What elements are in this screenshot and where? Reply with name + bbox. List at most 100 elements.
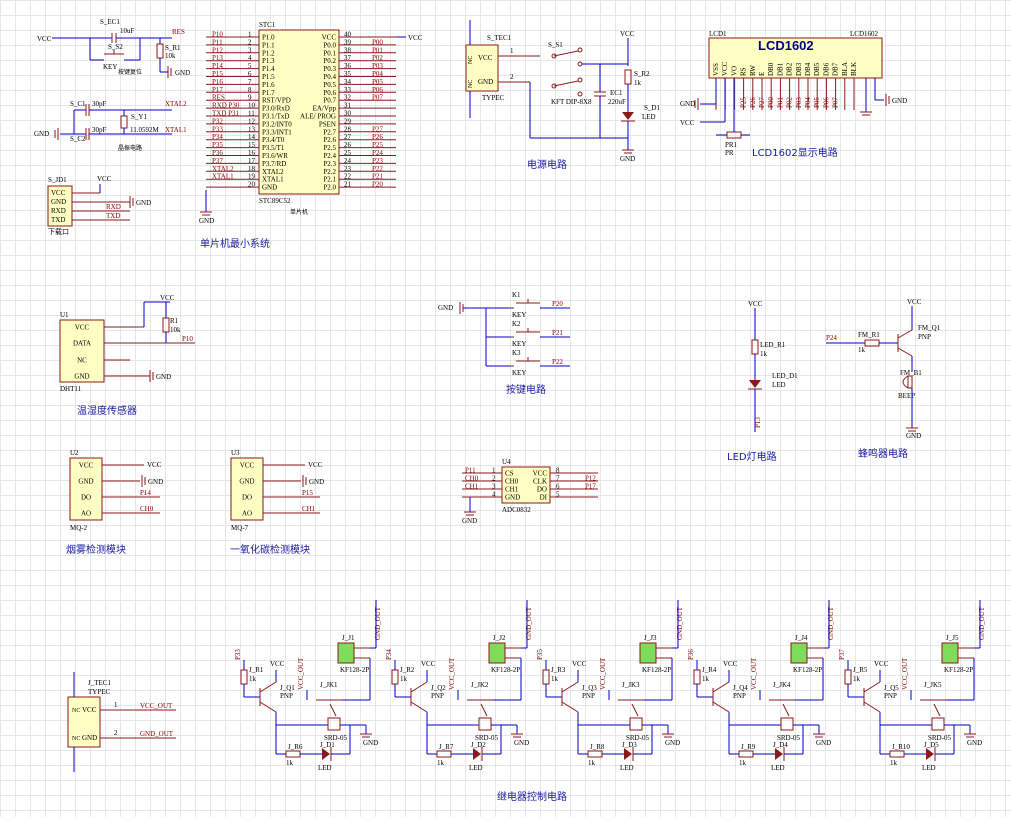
download-txd: TXD xyxy=(106,212,120,220)
mcu-right-num-19: 22 xyxy=(344,173,352,181)
relay-q-val-1: PNP xyxy=(280,692,293,700)
mcu-left-pin-13: P3.3/INT1 xyxy=(262,128,292,136)
adc-right-pin-1: VCC xyxy=(533,470,548,478)
mq7-pin-2: GND xyxy=(239,478,254,486)
xtal2-label: XTAL2 xyxy=(165,100,187,108)
relay-r1-val-4: 1k xyxy=(702,675,710,683)
relay-vcc-out-3: VCC_OUT xyxy=(599,657,607,690)
relay-vcc-out-1: VCC_OUT xyxy=(297,657,305,690)
relay-jk-1: J_JK1 xyxy=(320,681,338,689)
mcu-right-net-20: P20 xyxy=(372,181,383,189)
jtec-pin-1: NC xyxy=(72,708,80,714)
caption-mq7: 一氧化碳检测模块 xyxy=(230,543,310,556)
jtec-pin-num-1: 1 xyxy=(114,701,118,709)
adc-right-pin-3: DO xyxy=(537,486,547,494)
dht-pin-3: NC xyxy=(77,357,87,365)
relay-vcc-out-2: VCC_OUT xyxy=(448,657,456,690)
crystal-note: 晶振电路 xyxy=(118,144,142,152)
mcu-right-pin-14: P2.6 xyxy=(323,136,336,144)
lcd-net-9: P02 xyxy=(786,97,794,108)
relay-net-5: P37 xyxy=(838,649,846,660)
relay-rl-3: J_R8 xyxy=(590,743,605,751)
power-conn-type: TYPEC xyxy=(482,94,505,102)
mq7-pin-3: DO xyxy=(242,494,252,502)
lcd-pin-3: VO xyxy=(730,66,738,76)
relay-r1-3: J_R3 xyxy=(551,666,566,674)
mcu-left-num-19: 19 xyxy=(248,173,256,181)
mcu-right-net-14: P26 xyxy=(372,133,383,141)
relay-r1-2: J_R2 xyxy=(400,666,415,674)
buzzer-b-val: BEEP xyxy=(898,392,915,400)
mcu-left-pin-1: P1.0 xyxy=(262,34,275,42)
lcd-net-10: P03 xyxy=(795,97,803,108)
jtec-pin-num-2: 2 xyxy=(114,729,118,737)
relay-gnd-out-5: GND_OUT xyxy=(978,606,986,640)
mcu-right-pin-13: P2.7 xyxy=(323,128,336,136)
mcu-right-num-13: 28 xyxy=(344,125,352,133)
caption-mq2: 烟雾检测模块 xyxy=(66,543,126,556)
adc-rnum-3: 6 xyxy=(556,483,560,491)
mq2-pin-4: AO xyxy=(81,510,91,518)
mcu-right-num-12: 29 xyxy=(344,117,352,125)
mcu-note: 单片机 xyxy=(290,208,308,216)
mcu-left-num-14: 14 xyxy=(248,133,256,141)
lcd-pin-5: RW xyxy=(749,65,757,76)
mq7-ao-net: CH1 xyxy=(302,505,316,513)
lcd-pin-9: DB2 xyxy=(786,62,794,76)
mcu-right-num-11: 30 xyxy=(344,110,352,118)
relay-r1-1: J_R1 xyxy=(249,666,264,674)
mcu-right-net-2: P00 xyxy=(372,38,383,46)
lcd-pin-6: E xyxy=(758,72,766,76)
mq7-do-net: P15 xyxy=(302,489,313,497)
mcu-right-num-3: 38 xyxy=(344,46,352,54)
mcu-right-net-19: P21 xyxy=(372,173,383,181)
relay-rl-val-1: 1k xyxy=(286,759,294,767)
adc-left-net-1: P11 xyxy=(465,467,476,475)
mcu-left-num-13: 13 xyxy=(248,125,256,133)
adc-lnum-4: 4 xyxy=(492,491,496,499)
relay-r1-val-1: 1k xyxy=(249,675,257,683)
mcu-left-num-3: 3 xyxy=(248,46,252,54)
caption-led: LED灯电路 xyxy=(727,450,777,463)
power-pin2: 2 xyxy=(510,73,514,81)
mcu-right-net-17: P23 xyxy=(372,157,383,165)
relay-net-3: P35 xyxy=(536,649,544,660)
mcu-left-num-12: 12 xyxy=(248,117,256,125)
mq2-pin-2: GND xyxy=(78,478,93,486)
lcd-net-8: P01 xyxy=(776,97,784,108)
adc-left-pin-3: CH1 xyxy=(505,486,519,494)
crystal-c1-val: 30pF xyxy=(92,100,107,108)
key-val-3: KEY xyxy=(512,369,526,377)
relay-gnd-2: GND xyxy=(514,739,529,747)
relay-d-1: J_D1 xyxy=(320,741,335,749)
mcu-right-net-13: P27 xyxy=(372,125,383,133)
relay-kf-4: KF128-2P xyxy=(793,666,822,674)
xtal1-label: XTAL1 xyxy=(165,126,187,134)
mq7-ref: U3 xyxy=(231,449,240,457)
lcd-net-11: P04 xyxy=(804,97,812,108)
download-pin-3: RXD xyxy=(51,207,66,215)
caption-dht: 温湿度传感器 xyxy=(77,404,137,417)
mcu-left-pin-12: P3.2/INT0 xyxy=(262,120,292,128)
reset-circuit: VCC S_EC1 10uF S_S2 KEY 按键复位 RES S_R1 10… xyxy=(37,18,190,78)
reset-cap-val: 10uF xyxy=(120,27,135,35)
relay-q-val-4: PNP xyxy=(733,692,746,700)
relay-vcc-4: VCC xyxy=(723,660,738,668)
lcd-pin-1: VSS xyxy=(712,63,720,76)
adc-rnum-4: 5 xyxy=(556,491,560,499)
mcu-left-net-9: RES xyxy=(212,94,225,102)
mcu-right-pin-18: P2.2 xyxy=(323,168,336,176)
lcd-gnd-2: GND xyxy=(892,97,907,105)
lcd-gnd: GND xyxy=(680,100,695,108)
dht-r-val: 10k xyxy=(170,326,181,334)
jtec-pin-4: GND xyxy=(82,734,97,742)
mcu-left-net-14: P34 xyxy=(212,133,223,141)
key-net-3: P22 xyxy=(552,358,563,366)
key-net-1: P20 xyxy=(552,300,563,308)
mcu-left-num-9: 9 xyxy=(248,94,252,102)
